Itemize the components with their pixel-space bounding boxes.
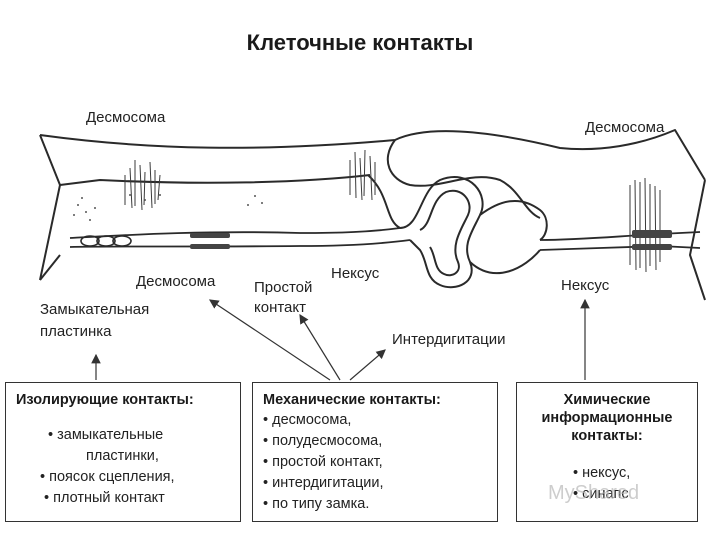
label-interdigitation: Интердигитации [392, 331, 506, 348]
box-isolating-title: Изолирующие контакты: [16, 392, 194, 408]
membrane-lines [69, 227, 701, 251]
box-mechanical-item: • полудесмосома, [263, 433, 383, 449]
label-nexus-mid: Нексус [331, 265, 380, 282]
desmosome-plaques [190, 230, 672, 250]
interdigitation-loops [367, 139, 548, 289]
label-tight-plate-line1: Замыкательная [40, 301, 150, 318]
label-desmosome-top-left: Десмосома [86, 109, 166, 126]
box-mechanical-item: • простой контакт, [263, 454, 383, 470]
label-desmosome-top-right: Десмосома [585, 119, 665, 136]
box-isolating-item: • замыкательные [48, 427, 164, 443]
desmosome-filaments [124, 149, 661, 273]
label-tight-plate-line2: пластинка [40, 323, 112, 340]
box-mechanical-contacts: Механические контакты: • десмосома, • по… [252, 382, 498, 522]
box-mechanical-title: Механические контакты: [263, 392, 441, 408]
cytoplasm-dots [73, 194, 263, 221]
box-chemical-title-line1: Химические [563, 392, 651, 408]
box-chemical-item: • синапс [573, 486, 629, 502]
box-chemical-title-line3: контакты: [571, 428, 643, 444]
box-isolating-item: • поясок сцепления, [40, 469, 175, 485]
box-isolating-item: пластинки, [86, 448, 159, 464]
label-simple-contact-line2: контакт [254, 299, 307, 316]
box-chemical-contacts: Химические информационные контакты: • не… [516, 382, 698, 522]
box-isolating-item: • плотный контакт [44, 490, 165, 506]
label-nexus-right: Нексус [561, 277, 610, 294]
cell-outline [39, 129, 706, 301]
box-mechanical-item: • десмосома, [263, 412, 352, 428]
pointer-lines [91, 298, 590, 381]
watermark: MyShared [548, 482, 640, 504]
box-mechanical-item: • интердигитации, [263, 475, 384, 491]
tight-junction-beads [80, 235, 132, 247]
label-simple-contact-line1: Простой [254, 279, 313, 296]
box-chemical-title-line2: информационные [541, 410, 673, 426]
box-mechanical-item: • по типу замка. [263, 496, 370, 512]
box-isolating-contacts: Изолирующие контакты: • замыкательные пл… [5, 382, 241, 522]
page-title: Клеточные контакты [246, 30, 474, 55]
label-desmosome-mid: Десмосома [136, 273, 216, 290]
box-chemical-item: • нексус, [573, 465, 631, 481]
